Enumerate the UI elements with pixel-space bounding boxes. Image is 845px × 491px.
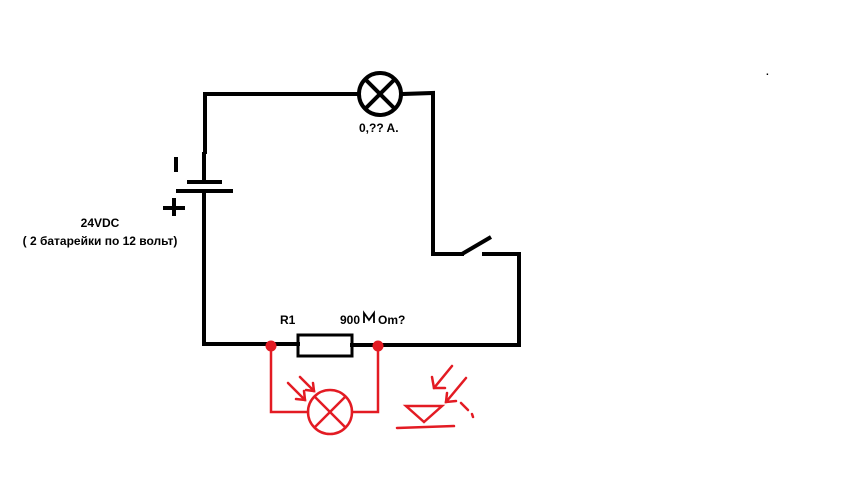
- wire-top-left: [203, 92, 360, 154]
- resistor-r1: [296, 333, 354, 358]
- junction-dot-right: [372, 340, 384, 352]
- switch: [460, 235, 493, 256]
- switch-blade: [460, 235, 493, 256]
- junction-dot-left: [265, 340, 277, 352]
- wire-top-right: [399, 90, 464, 256]
- red-lamp-icon: [306, 388, 354, 436]
- resistor-value-prefix: 900: [340, 313, 360, 327]
- light-arrows-led-icon: [430, 364, 475, 419]
- battery-symbol: [163, 152, 233, 216]
- corner-mark: .: [766, 67, 769, 78]
- red-branch-wire-right: [350, 344, 380, 414]
- battery-note-label: ( 2 батарейки по 12 вольт): [23, 234, 178, 248]
- led-symbol-icon: [395, 404, 456, 430]
- lamp-current-label: 0,?? A.: [359, 121, 399, 135]
- lamp-icon: [357, 71, 403, 117]
- wire-bottom-right: [350, 252, 521, 347]
- resistor-value-suffix: Om?: [378, 313, 405, 327]
- red-annotations: [269, 344, 475, 436]
- resistor-name-label: R1: [280, 313, 296, 327]
- red-lamp-cross-b: [313, 395, 347, 429]
- voltage-label: 24VDC: [81, 216, 120, 230]
- red-branch-wire: [269, 344, 310, 414]
- light-arrows-lamp-icon: [286, 375, 316, 402]
- resistor-value-m-glyph: [363, 310, 375, 323]
